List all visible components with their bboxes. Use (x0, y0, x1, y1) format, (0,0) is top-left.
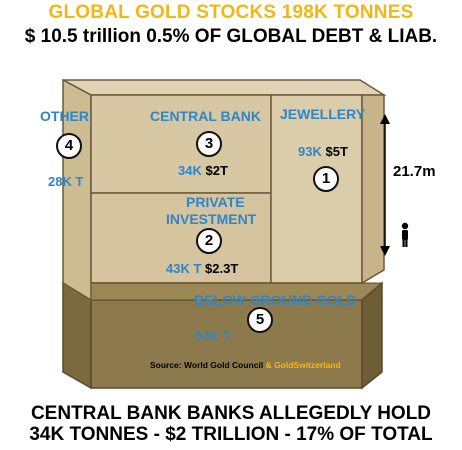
height-marker-arrow-top (380, 114, 390, 124)
private-investment-number-badge: 2 (196, 228, 222, 254)
jewellery-value: $5T (325, 144, 348, 159)
height-marker-label: 21.7m (393, 163, 436, 180)
private-investment-label-line2: INVESTMENT (166, 211, 257, 227)
chart-title: GLOBAL GOLD STOCKS 198K TONNES (48, 2, 414, 23)
source-prefix: Source: World Gold Council (150, 360, 264, 370)
footer-line-2: 34K TONNES - $2 TRILLION - 17% OF TOTAL (29, 424, 433, 445)
jewellery-tonnes: 93K (298, 144, 322, 159)
private-investment-label-line1: PRIVATE (186, 194, 245, 210)
other-number-badge: 4 (56, 133, 82, 159)
jewellery-number-badge: 1 (313, 166, 339, 192)
other-label: OTHER (40, 108, 89, 124)
central-bank-label: CENTRAL BANK (150, 108, 261, 124)
private-investment-values: 43K T $2.3T (166, 261, 238, 276)
private-investment-tonnes: 43K T (166, 261, 202, 276)
person-icon (401, 222, 409, 247)
source-note: Source: World Gold Council & GoldSwitzer… (150, 360, 341, 370)
central-bank-values: 34K $2T (178, 163, 228, 178)
below-ground-label: BELOW GROUND GOLD (194, 292, 357, 308)
private-investment-value: $2.3T (205, 261, 239, 276)
jewellery-box (270, 94, 363, 284)
central-bank-value: $2T (205, 163, 228, 178)
below-ground-number-badge: 5 (247, 307, 273, 333)
ground-front-face (90, 299, 363, 389)
box-top-face (62, 79, 387, 96)
jewellery-label: JEWELLERY (280, 106, 366, 122)
central-bank-number-badge: 3 (196, 131, 222, 157)
central-bank-tonnes: 34K (178, 163, 202, 178)
private-investment-box (90, 192, 272, 284)
footer-line-1: CENTRAL BANK BANKS ALLEGEDLY HOLD (30, 403, 432, 424)
height-marker-arrow-bottom (380, 246, 390, 256)
source-suffix: & GoldSwitzerland (265, 360, 341, 370)
other-tonnes: 28K T (48, 174, 84, 189)
jewellery-values: 93K $5T (298, 144, 348, 159)
chart-subtitle: $ 10.5 trillion 0.5% OF GLOBAL DEBT & LI… (24, 26, 438, 47)
ground-left-face (62, 281, 92, 390)
ground-right-face (361, 281, 383, 390)
box-right-face (361, 94, 385, 285)
below-ground-tonnes: 54K T (195, 328, 231, 343)
